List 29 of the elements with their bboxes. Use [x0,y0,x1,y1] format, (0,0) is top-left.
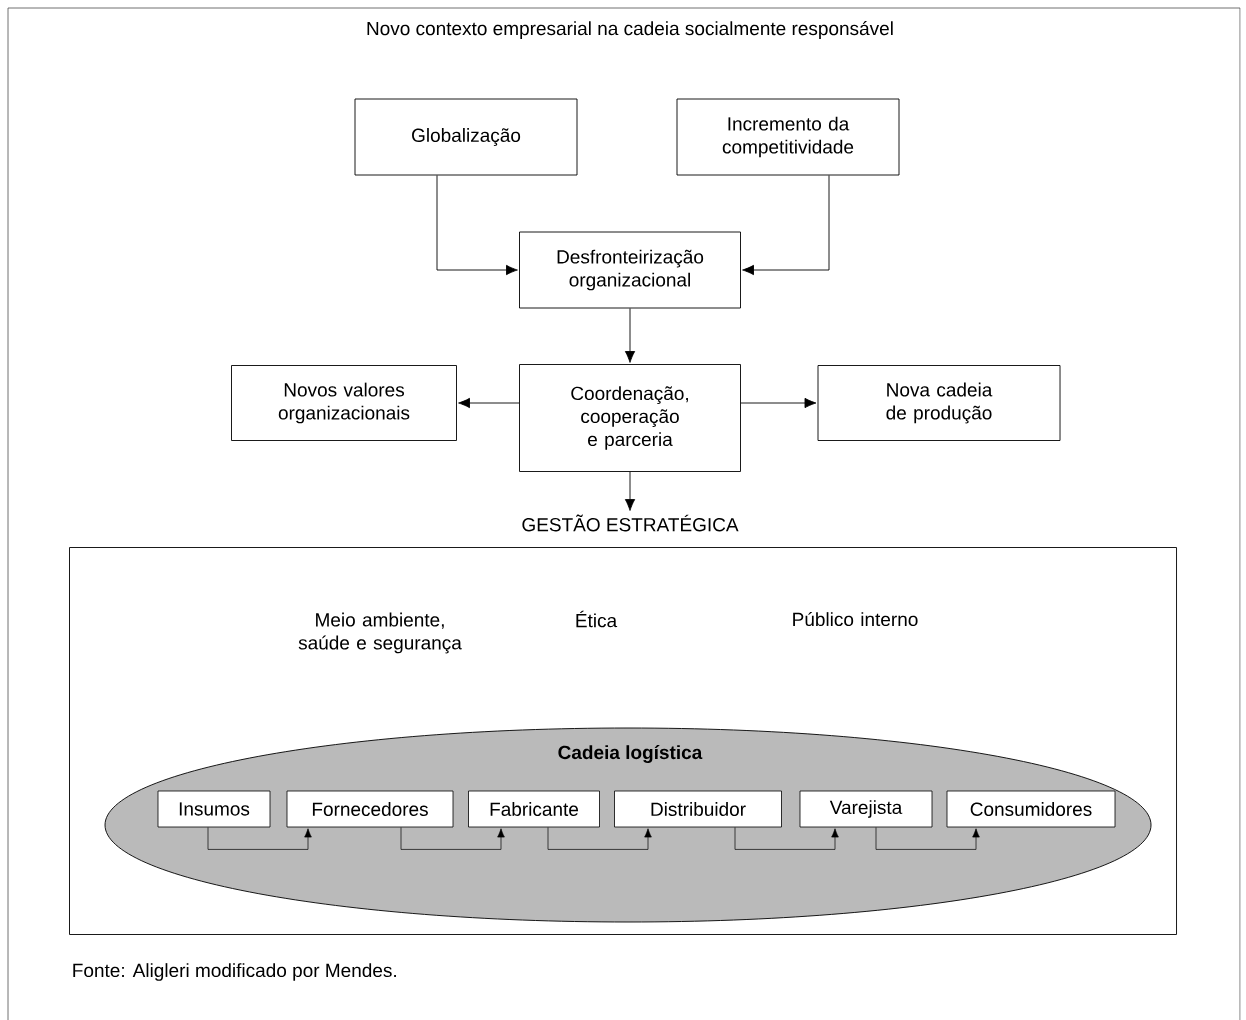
process-box: Incremento da competitividade [676,98,900,176]
process-box: Novos valores organizacionais [231,365,457,441]
process-box: Nova cadeia de produção [817,365,1061,441]
arrow [742,175,830,276]
process-box: Desfronteirização organizacional [519,231,741,309]
stage-box: Varejista [799,790,933,828]
stage-box: Consumidores [946,790,1116,828]
topic-label: Público interno [793,611,918,627]
arrow [624,308,636,363]
arrow [624,471,636,511]
caption: Fonte: Aligleri modificado por Mendes. [73,963,396,981]
arrow [207,827,312,850]
arrow [547,827,652,850]
arrow [734,827,839,850]
stage-box: Distribuidor [614,790,782,828]
topic-label: Ética [576,610,618,628]
process-box: Coordenação, cooperação e parceria [519,364,741,472]
title: Novo contexto empresarial na cadeia socialmente responsável [367,21,893,39]
stage-box: Insumos [157,790,271,828]
arrow [740,397,817,409]
heading: GESTÃO ESTRATÉGICA [522,514,739,532]
arrow [400,827,505,850]
topic-label: Meio ambiente, saúde e segurança [298,612,462,654]
process-box: Globalização [354,98,578,176]
stage-box: Fabricante [468,790,600,828]
stage-box: Fornecedores [286,790,454,828]
arrow [875,827,980,850]
arrow [458,397,520,409]
arrow [436,175,518,276]
